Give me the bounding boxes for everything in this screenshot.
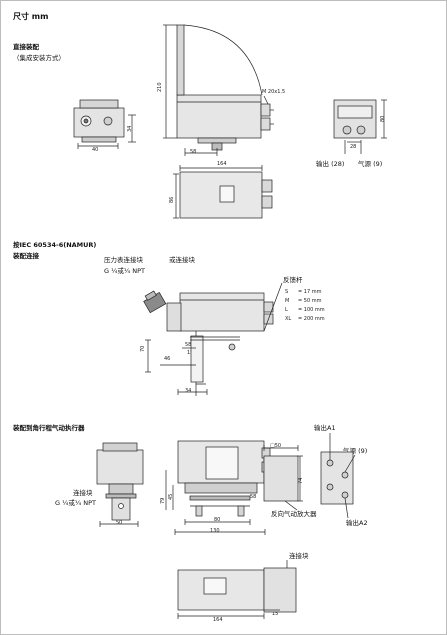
dim-130: 130 <box>210 528 220 534</box>
rotary-front-view <box>165 440 271 535</box>
section1-subtitle: （集成安装方式） <box>13 54 65 62</box>
dim-80-bottom: 80 <box>214 517 221 523</box>
section1-title: 直接装配 <box>13 43 39 51</box>
dim-58-top: 58 <box>190 149 197 155</box>
section3-title: 装配到角行程气动执行器 <box>13 424 85 432</box>
label-output-28: 输出 (28) <box>316 160 345 168</box>
dim-40: 40 <box>92 147 99 153</box>
dim-58-bottom: 58 <box>250 494 257 500</box>
dim-164-top: 164 <box>217 161 227 167</box>
label-conn-block: 连接块 <box>73 489 93 497</box>
dim-28: 28 <box>350 144 357 150</box>
feedback-row-m-key: M <box>285 298 290 304</box>
section2-title-line1: 按IEC 60534-6(NAMUR) <box>13 241 97 249</box>
label-or-conn: 或连接块 <box>169 256 195 264</box>
dim-15-bottom: 15 <box>272 611 279 617</box>
feedback-row-l-key: L <box>285 307 288 313</box>
amplifier-port-view <box>320 433 356 519</box>
dim-46: 46 <box>164 356 171 362</box>
feedback-row-s-key: S <box>285 289 289 295</box>
feedback-row-s-val: = 17 mm <box>298 289 322 295</box>
feedback-row-xl-val: = 200 mm <box>298 316 325 322</box>
dim-50-bottom: 50 <box>116 520 123 526</box>
dim-m20: M 20x1.5 <box>262 89 286 95</box>
section2-title-line2: 装配连接 <box>13 252 39 260</box>
front-view-direct-mount <box>163 24 274 156</box>
label-feedback-rod: 反馈杆 <box>283 276 303 284</box>
label-conn-thread: G ¼或¼ NPT <box>55 499 97 507</box>
feedback-row-l-val: = 100 mm <box>298 307 325 313</box>
label-gauge-thread: G ¼或¼ NPT <box>104 267 146 275</box>
label-output-a2: 输出A2 <box>346 519 368 527</box>
namur-mount-view <box>143 282 283 396</box>
dim-34-mid: 34 <box>185 388 192 394</box>
label-reverse-amp: 反向气动放大器 <box>271 510 317 518</box>
page-title: 尺寸 mm <box>13 12 49 21</box>
dim-15-mid: 15 <box>187 350 194 356</box>
dim-58-mid: 58 <box>185 342 192 348</box>
label-output-a1: 输出A1 <box>314 424 336 432</box>
dim-50-square: □50 <box>270 443 282 449</box>
feedback-row-xl-key: XL <box>285 316 292 322</box>
side-view-right <box>333 99 387 154</box>
feedback-row-m-val: = 50 mm <box>298 298 322 304</box>
label-supply-9: 气源 (9) <box>358 160 383 168</box>
reverse-amplifier <box>263 445 303 511</box>
side-view-left <box>73 99 136 149</box>
label-supply-9b: 气源 (9) <box>343 447 368 455</box>
top-view-direct-mount <box>173 165 273 219</box>
rotary-side-view <box>96 442 144 527</box>
label-gauge-conn: 压力表连接块 <box>104 256 143 264</box>
label-conn-block-2: 连接块 <box>289 552 309 560</box>
rotary-bottom-view <box>177 560 297 619</box>
dim-164-bottom: 164 <box>213 617 223 623</box>
